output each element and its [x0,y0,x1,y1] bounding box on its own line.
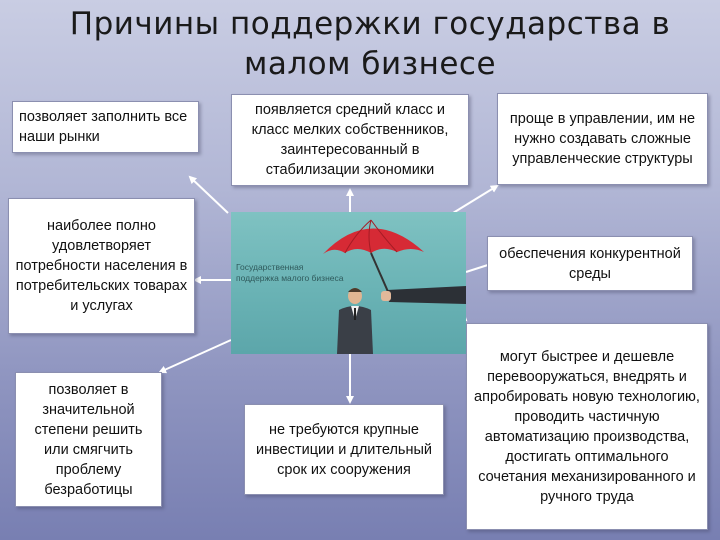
arrow-to-unemployment [158,339,232,374]
box-unemployment: позволяет в значительной степени решить … [15,372,162,507]
umbrella-shaft [370,252,390,295]
umbrella-canopy [323,228,424,254]
box-simpler-management: проще в управлении, им не нужно создават… [497,93,708,185]
illustration-caption: Государственная поддержка малого бизнеса [236,262,344,283]
arrow-to-fill-markets [188,175,229,214]
box-middle-class: появляется средний класс и класс мелких … [231,94,469,186]
box-fill-markets: позволяет заполнить все наши рынки [12,101,199,153]
box-no-investment: не требуются крупные инвестиции и длител… [244,404,444,495]
umbrella-businessman-image [323,219,466,354]
box-competition: обеспечения конкурентной среды [487,236,693,291]
man-suit [337,306,373,354]
box-consumer-needs: наиболее полно удовлетворяет потребности… [8,198,195,334]
arrow-to-simpler-management [452,184,499,214]
sleeve [387,286,466,304]
box-rearm: могут быстрее и дешевле перевооружаться,… [466,323,708,530]
center-illustration: Государственная поддержка малого бизнеса [231,212,466,354]
page-title: Причины поддержки государства в малом би… [69,6,671,82]
